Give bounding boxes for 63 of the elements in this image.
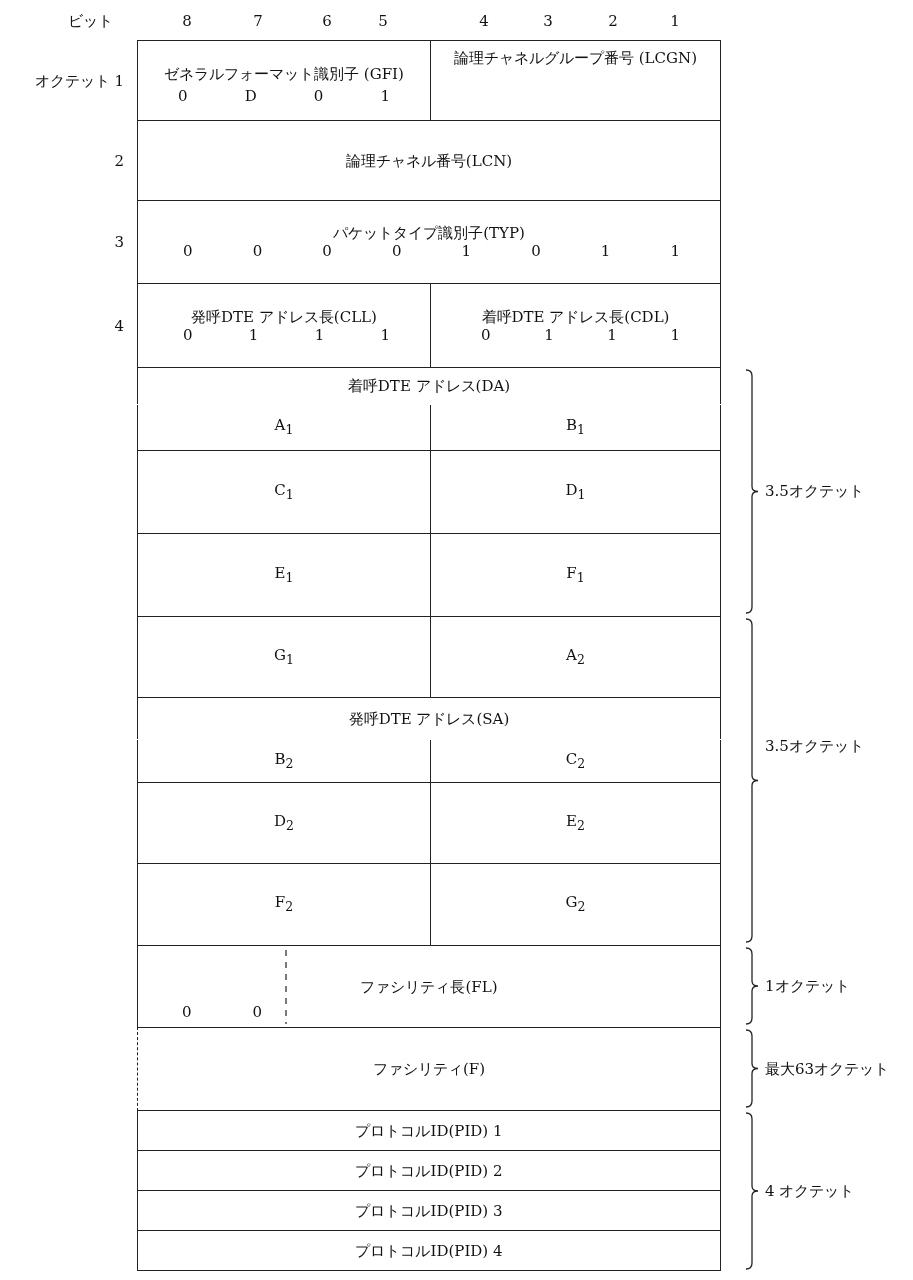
- field-name: F$_{1}$: [566, 563, 585, 587]
- octet-number: 2: [113, 152, 124, 170]
- field-name: プロトコルID(PID) 1: [355, 1121, 503, 1140]
- field-name: プロトコルID(PID) 4: [355, 1241, 503, 1260]
- bit-values: 0 1 1 1: [480, 325, 681, 344]
- bit-values: 0 0: [181, 1003, 263, 1021]
- field-name: 論理チャネル番号(LCN): [345, 151, 513, 170]
- field-name: 論理チャネルグループ番号 (LCGN): [453, 48, 698, 69]
- field-name: 発呼DTE アドレス長(CLL): [191, 307, 377, 326]
- bit-number: 4: [478, 12, 490, 30]
- field-box: [137, 945, 721, 1028]
- field-name: E$_{1}$: [274, 563, 294, 587]
- octet-count: 最大63オクテット: [765, 1060, 891, 1078]
- bit-values: 0 D 0 1: [177, 86, 391, 105]
- bit-label: ビット: [66, 12, 114, 30]
- field-box: [137, 697, 721, 739]
- field-name: A$_{2}$: [566, 645, 585, 669]
- octet-number: 4: [113, 317, 124, 335]
- field-box: [430, 40, 721, 121]
- field-name: ファシリティ(F): [372, 1060, 486, 1078]
- bit-values: 0 0 0 0 1 0 1 1: [182, 242, 681, 260]
- field-name: G$_{1}$: [274, 645, 294, 669]
- octet-count: 3.5オクテット: [765, 482, 865, 500]
- field-name: ファシリティ長(FL): [360, 977, 498, 996]
- field-name: プロトコルID(PID) 2: [355, 1161, 503, 1180]
- field-box: [137, 200, 721, 284]
- field-name: D$_{2}$: [274, 811, 294, 835]
- octet-number: 3: [113, 233, 124, 251]
- field-name: 着呼DTE アドレス(DA): [347, 377, 511, 395]
- field-box: [137, 120, 721, 201]
- field-box: [137, 40, 431, 121]
- field-box: [137, 1150, 721, 1191]
- field-name: E$_{2}$: [566, 811, 585, 835]
- field-name: C$_{2}$: [565, 749, 586, 773]
- field-name: パケットタイプ識別子(TYP): [333, 224, 525, 242]
- bit-number: 8: [181, 12, 193, 30]
- octet-count: 3.5オクテット: [765, 737, 865, 755]
- field-name: A$_{1}$: [274, 416, 294, 439]
- field-name: F$_{2}$: [274, 893, 294, 916]
- field-name: G$_{2}$: [565, 893, 586, 916]
- bit-number: 2: [607, 12, 619, 30]
- field-name: B$_{1}$: [566, 416, 585, 439]
- field-name: D$_{1}$: [565, 480, 586, 504]
- field-box: [137, 1230, 721, 1271]
- field-box: [137, 367, 721, 404]
- octet-count: 1オクテット: [765, 977, 851, 995]
- bit-number: 3: [542, 12, 554, 30]
- bit-number: 6: [321, 12, 333, 30]
- bit-values: 0 1 1 1: [182, 325, 391, 344]
- field-name: 着呼DTE アドレス長(CDL): [481, 307, 670, 326]
- field-name: プロトコルID(PID) 3: [355, 1201, 503, 1220]
- bit-number: 7: [252, 12, 264, 30]
- field-name: ゼネラルフォーマット識別子 (GFI): [163, 63, 405, 85]
- field-box: [137, 1190, 721, 1231]
- field-box: [137, 1110, 721, 1151]
- bit-number: 5: [377, 12, 389, 30]
- octet-number: オクテット 1: [33, 72, 124, 90]
- field-name: C$_{1}$: [274, 480, 294, 504]
- field-box: [137, 1027, 721, 1111]
- octet-count: 4 オクテット: [765, 1182, 856, 1200]
- bit-number: 1: [669, 12, 681, 30]
- field-name: B$_{2}$: [274, 749, 294, 773]
- field-name: 発呼DTE アドレス(SA): [348, 709, 510, 728]
